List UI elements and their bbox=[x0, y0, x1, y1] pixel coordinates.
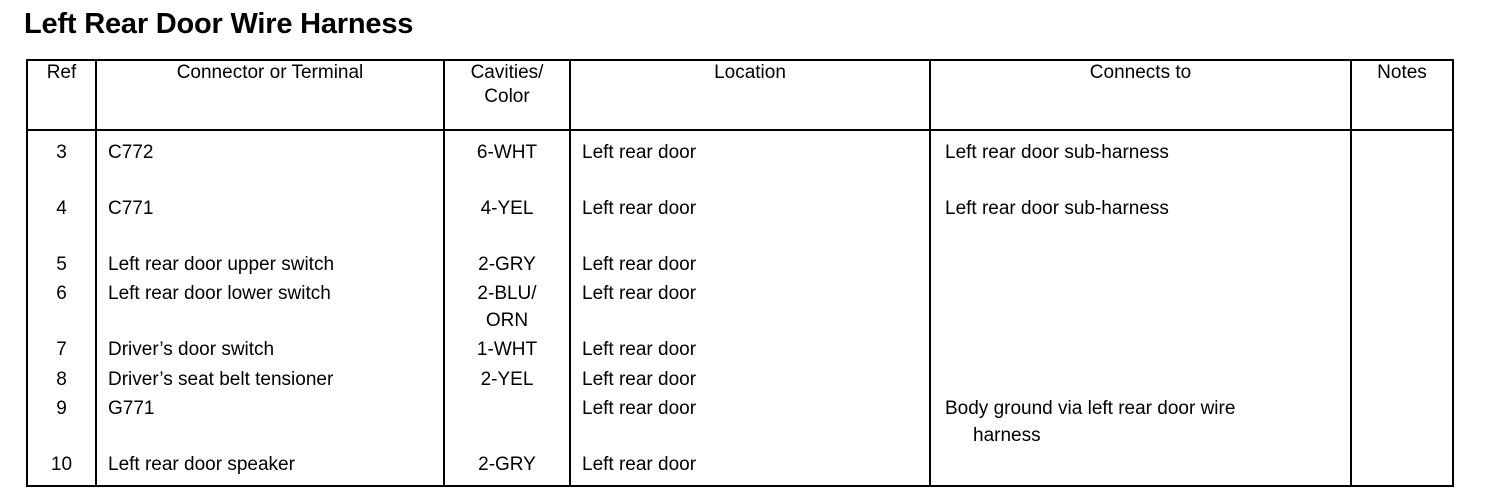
location-value: Left rear door bbox=[582, 454, 697, 475]
cell-connects-to-column: Left rear door sub-harness Left rear doo… bbox=[929, 129, 1352, 487]
connects-to-value-line2: harness bbox=[973, 425, 1041, 446]
table-header-row: Ref Connector or Terminal Cavities/ Colo… bbox=[26, 59, 1454, 131]
cell-location-column: Left rear door Left rear door Left rear … bbox=[569, 129, 931, 487]
connector-value: Left rear door upper switch bbox=[108, 254, 335, 275]
column-header-cavities-line2: Color bbox=[484, 86, 530, 107]
cavities-value: 6-WHT bbox=[476, 142, 538, 163]
table-row: 3 4 5 6 7 8 9 10 C772 C771 Left rear do bbox=[26, 129, 1454, 487]
connects-to-value: Body ground via left rear door wire bbox=[945, 398, 1236, 419]
ref-value: 6 bbox=[56, 283, 67, 304]
cavities-value: 1-WHT bbox=[476, 339, 538, 360]
column-header-ref: Ref bbox=[26, 59, 97, 131]
ref-value: 4 bbox=[56, 198, 67, 219]
cavities-value: 2-GRY bbox=[478, 454, 536, 475]
cavities-value: 4-YEL bbox=[480, 198, 534, 219]
cell-cavities-column: 6-WHT 4-YEL 2-GRY 2-BLU/ ORN 1-WHT 2-YEL… bbox=[443, 129, 571, 487]
connects-to-value: Left rear door sub-harness bbox=[945, 142, 1169, 163]
location-value: Left rear door bbox=[582, 142, 697, 163]
location-value: Left rear door bbox=[582, 398, 697, 419]
cavities-value-line2: ORN bbox=[485, 310, 529, 331]
cell-connector-column: C772 C771 Left rear door upper switch Le… bbox=[95, 129, 445, 487]
table-body: 3 4 5 6 7 8 9 10 C772 C771 Left rear do bbox=[26, 129, 1454, 487]
location-value: Left rear door bbox=[582, 254, 697, 275]
ref-value: 7 bbox=[56, 339, 67, 360]
column-header-connector: Connector or Terminal bbox=[95, 59, 445, 131]
connector-value: C771 bbox=[108, 198, 154, 219]
cavities-value: 2-YEL bbox=[480, 369, 534, 390]
connector-value: Driver’s door switch bbox=[108, 339, 275, 360]
column-header-cavities-line1: Cavities/ bbox=[470, 62, 544, 83]
connector-value: Left rear door speaker bbox=[108, 454, 295, 475]
column-header-cavities-color: Cavities/ Color bbox=[443, 59, 571, 131]
ref-value: 8 bbox=[56, 369, 67, 390]
connector-value: Driver’s seat belt tensioner bbox=[108, 369, 334, 390]
cavities-value: 2-GRY bbox=[478, 254, 536, 275]
table-header: Ref Connector or Terminal Cavities/ Colo… bbox=[26, 59, 1454, 131]
wire-harness-table: Ref Connector or Terminal Cavities/ Colo… bbox=[26, 59, 1454, 487]
connector-value: Left rear door lower switch bbox=[108, 283, 331, 304]
column-header-notes: Notes bbox=[1350, 59, 1454, 131]
connector-value: G771 bbox=[108, 398, 155, 419]
cell-ref-column: 3 4 5 6 7 8 9 10 bbox=[26, 129, 97, 487]
location-value: Left rear door bbox=[582, 198, 697, 219]
ref-value: 10 bbox=[50, 454, 73, 475]
location-value: Left rear door bbox=[582, 339, 697, 360]
connector-value: C772 bbox=[108, 142, 154, 163]
column-header-connects-to: Connects to bbox=[929, 59, 1352, 131]
cavities-value: 2-BLU/ bbox=[477, 283, 537, 304]
ref-value: 5 bbox=[56, 254, 67, 275]
connects-to-value: Left rear door sub-harness bbox=[945, 198, 1169, 219]
cell-notes-column bbox=[1350, 129, 1454, 487]
location-value: Left rear door bbox=[582, 283, 697, 304]
location-value: Left rear door bbox=[582, 369, 697, 390]
page-title: Left Rear Door Wire Harness bbox=[24, 8, 414, 40]
ref-value: 9 bbox=[56, 398, 67, 419]
ref-value: 3 bbox=[56, 142, 67, 163]
column-header-location: Location bbox=[569, 59, 931, 131]
